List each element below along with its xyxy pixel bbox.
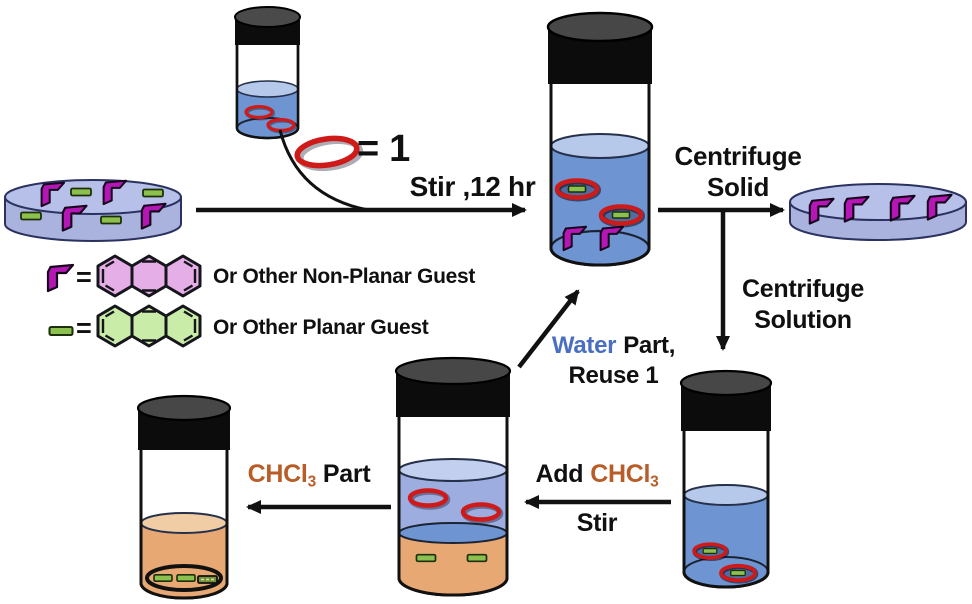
planar-guest-icon <box>70 187 92 197</box>
centrifuge-solid-line2: Solid <box>706 172 770 203</box>
reuse-line: Reuse 1 <box>568 362 659 389</box>
legend-nonplanar-equals: = <box>76 262 92 292</box>
centrifuge-solution-label: Centrifuge Solution <box>723 274 883 337</box>
chcl3-subscript: 3 <box>307 473 317 491</box>
planar-guest-icon <box>20 211 42 221</box>
chcl3-formula: CHCl3 <box>590 460 659 491</box>
part-word: Part <box>322 460 371 488</box>
stir-label: Stir <box>576 509 618 537</box>
host-guest-complex-icon <box>721 566 756 581</box>
centrifuge-solid-line1: Centrifuge <box>674 141 802 171</box>
stir-12hr-label: Stir ,12 hr <box>409 171 536 202</box>
chcl3-formula: CHCl3 <box>247 460 317 491</box>
vial-mixture <box>546 11 654 267</box>
nonplanar-guest-legend-icon <box>46 263 75 293</box>
part-word: Part, <box>623 332 676 359</box>
chcl3-text: CHCl <box>247 460 308 488</box>
legend-planar-label: Or Other Planar Guest <box>213 316 429 339</box>
macrocycle-ring-symbol <box>294 135 364 172</box>
chcl3-subscript: 3 <box>650 473 659 491</box>
chcl3-text: CHCl <box>590 460 651 488</box>
pour-curve <box>278 129 369 212</box>
planar-guest-icon <box>142 188 164 198</box>
dish-nonplanar-solid <box>789 183 967 241</box>
ring-equals-one-label: = 1 <box>357 128 410 170</box>
arrow-water-reuse <box>517 289 580 369</box>
planar-guest-icon <box>466 553 488 563</box>
legend-nonplanar-label: Or Other Non-Planar Guest <box>213 265 476 288</box>
vial-solution <box>679 369 773 589</box>
legend-planar-equals: = <box>76 313 92 343</box>
centrifuge-solution-line1: Centrifuge <box>741 275 864 303</box>
anthracene-pink-icon <box>96 254 202 298</box>
planar-guest-legend-icon <box>48 325 74 337</box>
anthracene-green-icon <box>96 304 202 348</box>
host-guest-complex-icon <box>601 207 642 225</box>
host-guest-complex-icon <box>694 544 727 558</box>
dish-guest-mixture <box>4 179 182 242</box>
planar-guest-icon <box>197 575 218 584</box>
vial-host-water <box>234 6 301 140</box>
centrifuge-solution-line2: Solution <box>754 306 852 335</box>
planar-guest-icon <box>100 215 122 225</box>
planar-guest-icon <box>176 574 196 582</box>
planar-guest-icon <box>153 574 173 582</box>
add-word: Add <box>535 460 584 488</box>
vial-biphasic <box>394 356 512 597</box>
vial-chloroform <box>136 394 232 600</box>
planar-guest-icon <box>415 553 437 563</box>
centrifuge-solid-label: Centrifuge Solid <box>648 141 828 203</box>
water-word: Water <box>551 332 617 359</box>
